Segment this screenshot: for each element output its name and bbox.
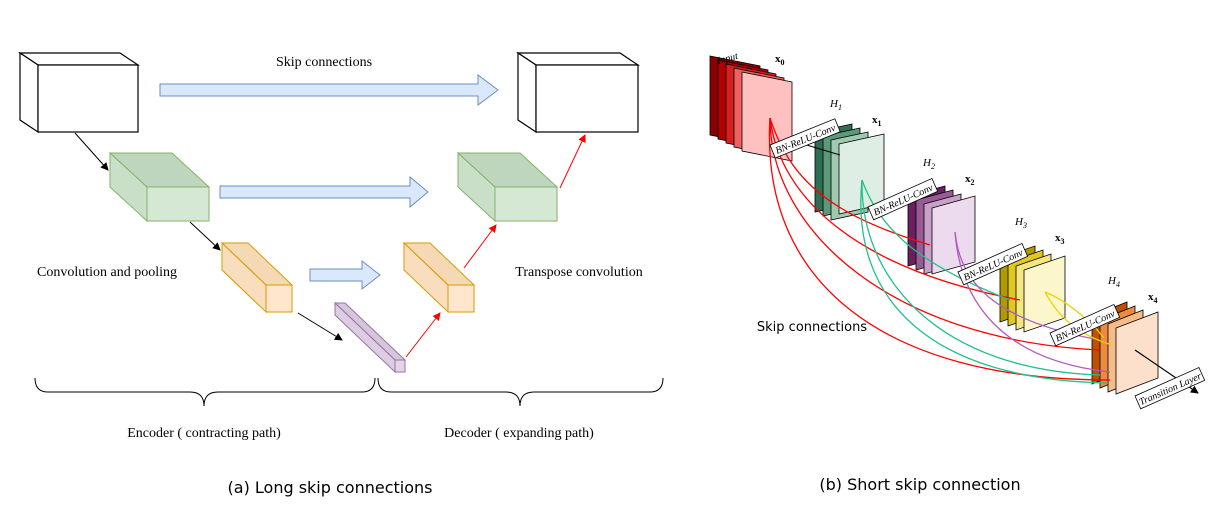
convolution-pooling-label: Convolution and pooling — [37, 265, 177, 280]
bottleneck-purple-block — [333, 301, 407, 374]
up-arrow-3 — [559, 134, 586, 189]
h2-label: H2 — [922, 157, 935, 171]
decoder-brace — [377, 377, 664, 407]
panel-a: Skip connections Convolution and pooling… — [18, 51, 664, 497]
encoder-label: Encoder ( contracting path) — [127, 426, 281, 441]
skip-arrow-top — [159, 74, 499, 106]
encoder-green-block — [108, 151, 211, 223]
x1-label: x1 — [872, 114, 882, 128]
input-block — [18, 51, 140, 134]
h1-stack — [814, 123, 885, 221]
skip-connections-label-a: Skip connections — [276, 55, 372, 70]
decoder-label: Decoder ( expanding path) — [444, 426, 594, 441]
transpose-convolution-label: Transpose convolution — [515, 265, 642, 280]
x4-label: x4 — [1148, 291, 1158, 305]
h1-label: H1 — [829, 98, 842, 112]
x0-label: x0 — [775, 53, 785, 67]
decoder-orange-block — [402, 241, 476, 314]
down-arrow-2 — [189, 221, 221, 251]
down-arrow-3 — [297, 312, 343, 341]
encoder-orange-block — [220, 241, 294, 314]
h3-label: H3 — [1014, 216, 1027, 230]
skip-connections-label-b: Skip connections — [757, 320, 867, 335]
caption-b: (b) Short skip connection — [819, 475, 1020, 494]
down-arrow-1 — [74, 132, 109, 171]
x3-label: x3 — [1055, 232, 1065, 246]
output-block — [516, 51, 640, 134]
decoder-green-block — [456, 151, 559, 223]
h3-stack — [999, 245, 1066, 333]
panel-b: BN-ReLU-Conv BN-ReLU-Conv BN-ReLU-Conv B… — [709, 51, 1206, 494]
h2-stack — [907, 185, 976, 275]
skip-arrow-bottom — [309, 259, 381, 291]
encoder-brace — [34, 377, 376, 407]
skip-arrow-middle — [219, 175, 429, 209]
h4-label: H4 — [1107, 275, 1120, 289]
up-arrow-2 — [463, 224, 497, 269]
input-stack — [709, 55, 793, 162]
x2-label: x2 — [965, 173, 975, 187]
caption-a: (a) Long skip connections — [228, 478, 433, 497]
up-arrow-1 — [405, 312, 441, 358]
